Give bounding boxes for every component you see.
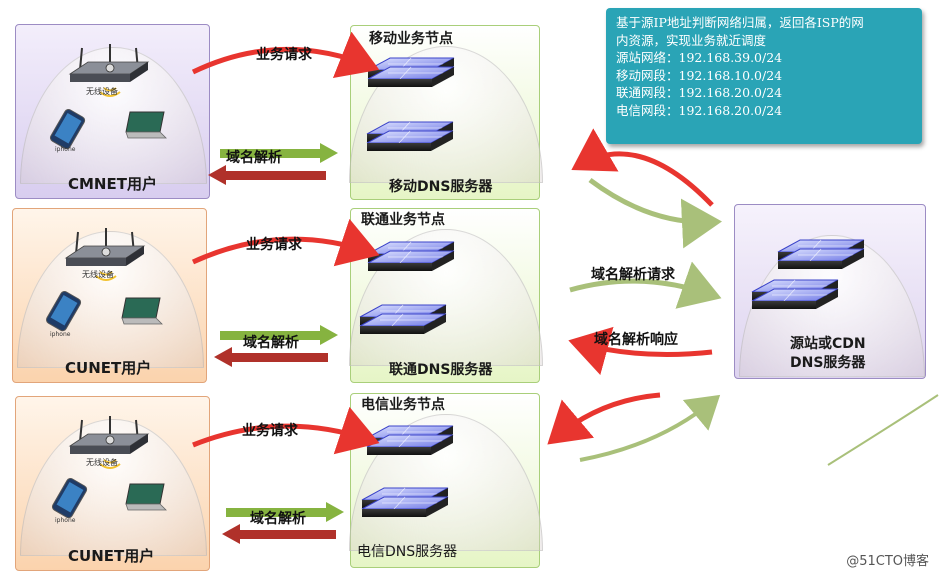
arrow-resolve-response <box>568 326 713 376</box>
dns-title: 联通DNS服务器 <box>389 362 493 378</box>
arrow-domain-resolve-pair <box>222 502 344 544</box>
arrow-node-to-source-red <box>571 128 714 207</box>
label-domain-resolve: 域名解析 <box>250 511 306 527</box>
source-title-line1: 源站或CDN <box>790 336 866 352</box>
arrow-business-request <box>191 31 380 79</box>
arrow-business-request <box>191 218 380 267</box>
node-title: 移动业务节点 <box>369 31 453 47</box>
watermark: @51CTO博客 <box>846 554 929 569</box>
phone-label: iphone <box>55 517 76 524</box>
dns-title: 电信DNS服务器 <box>357 544 458 560</box>
wireless-label: 无线设备 <box>86 458 118 467</box>
user-devices-2 <box>44 227 163 333</box>
server-icon <box>367 426 453 455</box>
info-line: 内资源，实现业务就近调度 <box>616 32 767 48</box>
user-title: CUNET用户 <box>65 359 152 377</box>
arrow-domain-resolve-pair <box>214 325 338 367</box>
user-devices-1 <box>48 43 167 151</box>
server-icon <box>367 122 453 151</box>
server-icon <box>368 58 454 87</box>
arrow-domain-resolve-pair <box>208 143 338 185</box>
laptop-icon <box>125 483 167 511</box>
server-icon <box>752 280 838 309</box>
laptop-icon <box>121 297 163 325</box>
server-icon <box>368 242 454 271</box>
label-resolve-request: 域名解析请求 <box>591 267 675 283</box>
node-title: 联通业务节点 <box>361 212 445 228</box>
arrow-telecom-to-source-green <box>579 394 721 462</box>
wireless-label: 无线设备 <box>86 87 118 96</box>
label-domain-resolve: 域名解析 <box>226 150 282 166</box>
server-icon <box>778 240 864 269</box>
info-line: 联通网段：192.168.20.0/24 <box>616 85 783 100</box>
user-title: CMNET用户 <box>68 175 157 193</box>
arrow-business-request <box>192 406 380 455</box>
laptop-icon <box>125 111 167 139</box>
label-domain-resolve: 域名解析 <box>243 335 299 351</box>
phone-icon <box>50 476 89 520</box>
server-icon <box>362 488 448 517</box>
user-title: CUNET用户 <box>68 547 155 565</box>
label-resolve-response: 域名解析响应 <box>594 332 678 348</box>
info-box: 基于源IP地址判断网络归属，返回各ISP的网 内资源，实现业务就近调度 源站网络… <box>606 8 922 144</box>
label-business-request: 业务请求 <box>256 47 312 63</box>
info-line: 电信网段：192.168.20.0/24 <box>616 102 783 118</box>
phone-icon <box>48 107 87 151</box>
arrow-source-to-telecom-red <box>547 392 661 445</box>
arrow-resolve-request <box>569 261 722 309</box>
label-business-request: 业务请求 <box>246 237 302 253</box>
server-icon <box>360 305 446 334</box>
info-line: 基于源IP地址判断网络归属，返回各ISP的网 <box>616 15 864 30</box>
wireless-label: 无线设备 <box>82 270 114 279</box>
user-panel-cunet-1: CUNET用户 <box>12 208 207 383</box>
arrow-source-green <box>588 177 722 249</box>
source-title-line2: DNS服务器 <box>790 355 866 371</box>
label-business-request: 业务请求 <box>242 423 298 439</box>
info-line: 源站网络：192.168.39.0/24 <box>616 50 783 65</box>
dns-title: 移动DNS服务器 <box>389 179 493 195</box>
info-line: 移动网段：192.168.10.0/24 <box>616 67 783 83</box>
phone-label: iphone <box>55 146 76 153</box>
node-title: 电信业务节点 <box>361 397 445 413</box>
phone-icon <box>44 289 83 333</box>
phone-label: iphone <box>50 331 71 338</box>
arrow-decorative-curve <box>827 394 939 466</box>
